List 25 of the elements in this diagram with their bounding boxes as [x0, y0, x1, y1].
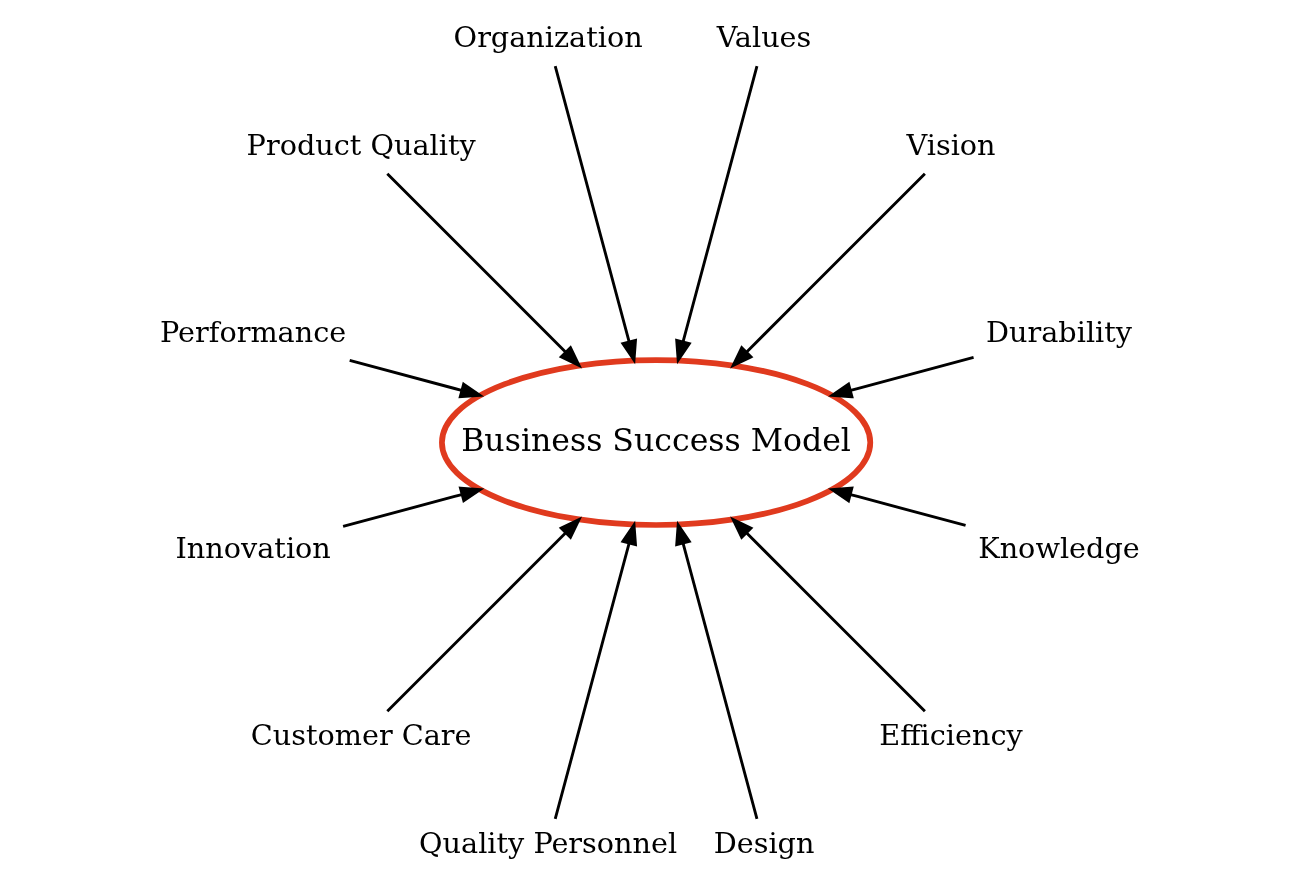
node-text: Product Quality — [246, 127, 476, 162]
arrow — [675, 520, 759, 820]
node-text: Innovation — [175, 530, 331, 565]
arrow — [675, 65, 759, 365]
node-text: Vision — [906, 127, 996, 162]
node-text: Customer Care — [250, 717, 472, 752]
arrow — [828, 356, 974, 399]
arrow — [553, 65, 638, 365]
arrow — [730, 172, 926, 369]
arrow — [386, 172, 583, 369]
arrow — [827, 486, 966, 527]
node-text: Values — [716, 19, 812, 54]
node-text: Durability — [986, 314, 1132, 349]
node-text: Efficiency — [879, 717, 1023, 752]
arrow — [342, 486, 485, 528]
node-text: Knowledge — [978, 530, 1140, 565]
node-text: Organization — [453, 19, 643, 54]
node-text: Quality Personnel — [419, 825, 678, 860]
arrow — [349, 359, 485, 399]
node-ellipse: Business Success Model — [439, 357, 874, 528]
arrow — [386, 516, 583, 713]
node-text: Design — [713, 825, 815, 860]
node-text: Performance — [160, 314, 347, 349]
arrow — [553, 520, 638, 820]
arrow — [730, 516, 926, 713]
